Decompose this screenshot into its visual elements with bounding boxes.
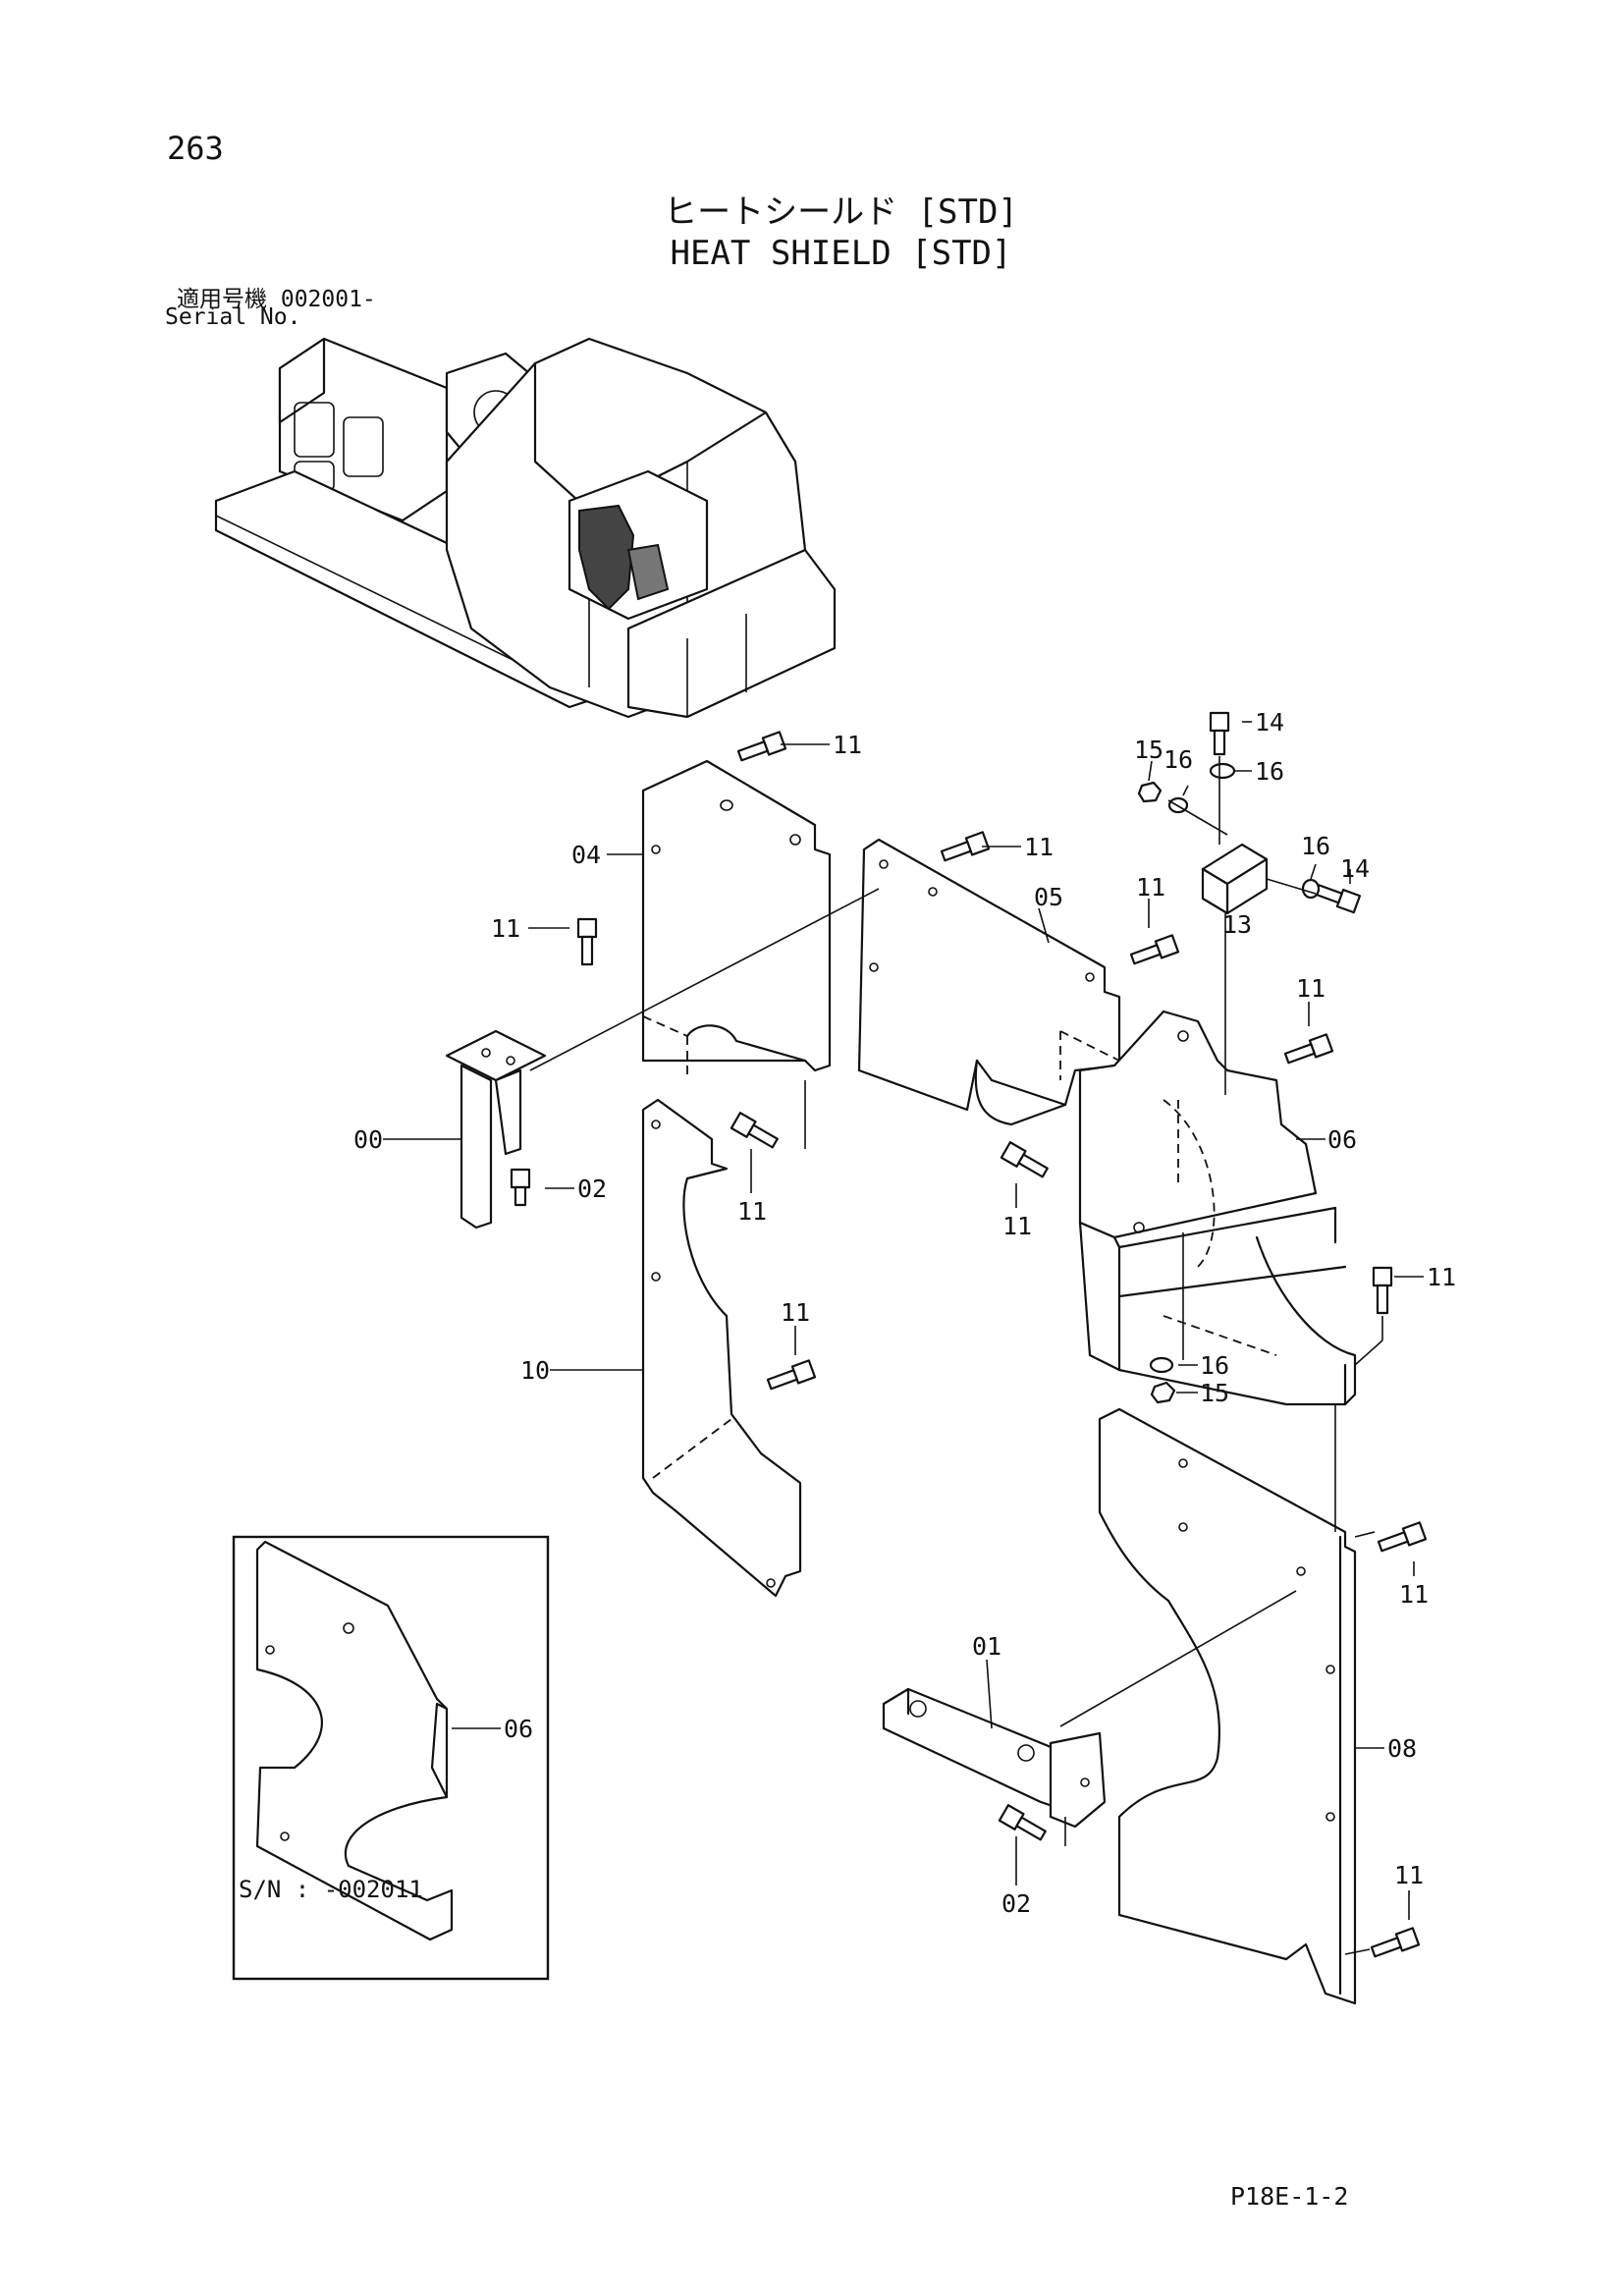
inset-alternate-06 [232,1535,550,1981]
washer-16-d [1149,1356,1174,1374]
inset-serial-note: S/N : -002011 [239,1876,423,1903]
washer-16-b [1209,762,1236,780]
label-11: 11 [1002,1212,1032,1240]
washer-16-c [1301,878,1321,900]
part-labels: 11 04 11 11 05 11 14 15 16 16 16 14 13 1… [353,708,1456,1918]
label-11: 11 [1136,873,1165,902]
part-00-bracket [445,1029,547,1230]
page-number: 263 [167,130,224,167]
label-01: 01 [972,1632,1001,1661]
label-11: 11 [491,914,520,943]
serial-number-label: Serial No. [165,304,301,330]
part-05-plate [857,838,1121,1126]
label-06: 06 [1327,1125,1357,1154]
fasteners [510,711,1428,1958]
label-11: 11 [1024,833,1054,861]
label-16: 16 [1301,832,1330,860]
nut-15-a [1137,781,1163,803]
bolt-14-right [1311,883,1362,914]
bolt-11-05 [1000,1141,1049,1178]
serial-applicable-label: 適用号機 002001- [177,287,376,312]
label-14: 14 [1255,708,1284,737]
label-16: 16 [1255,757,1284,786]
label-11: 11 [833,731,862,759]
label-11: 11 [737,1197,767,1226]
bolt-11-mid [1129,934,1180,965]
bolt-11-center-top [940,831,991,862]
label-00: 00 [353,1125,383,1154]
part-13-bracket [1201,843,1269,915]
bolt-11-10a [730,1112,779,1149]
label-15: 15 [1134,736,1163,764]
bolt-11-right [1283,1033,1334,1065]
label-06: 06 [504,1715,533,1743]
title-japanese: ヒートシールド [STD] [664,192,1018,232]
bolt-11-10b [766,1359,817,1391]
title-english: HEAT SHIELD [STD] [670,234,1012,273]
label-16: 16 [1200,1351,1229,1380]
label-05: 05 [1034,883,1063,911]
label-14: 14 [1340,854,1370,883]
bolt-02-01 [998,1804,1047,1841]
label-11: 11 [1427,1263,1456,1291]
label-11: 11 [1399,1580,1429,1609]
label-04: 04 [571,841,601,869]
label-13: 13 [1222,910,1252,939]
bolt-11-08b [1370,1927,1421,1958]
bolt-11-08a [1377,1521,1428,1553]
label-08: 08 [1387,1734,1417,1763]
part-04-panel [641,759,832,1080]
bolt-11-06 [1372,1266,1393,1315]
label-11: 11 [1296,974,1325,1003]
bolt-11-left [576,917,598,966]
bolt-14-top [1209,711,1230,756]
machine-overview [214,337,837,719]
page-code: P18E-1-2 [1230,2182,1349,2211]
part-01-bracket [882,1687,1107,1829]
bolt-11-top [736,731,787,762]
label-10: 10 [520,1356,550,1385]
part-10-panel [641,1098,802,1598]
label-15: 15 [1200,1379,1229,1407]
leader-lines [383,721,1424,1920]
label-02: 02 [577,1175,607,1203]
nut-15-b [1150,1381,1176,1404]
label-16: 16 [1163,745,1193,774]
part-08-panel [1098,1407,1357,2005]
label-11: 11 [781,1298,810,1327]
bolt-02-00 [510,1168,531,1207]
label-02: 02 [1001,1889,1031,1918]
part-06-duct [1078,1010,1357,1406]
label-11: 11 [1394,1861,1424,1889]
